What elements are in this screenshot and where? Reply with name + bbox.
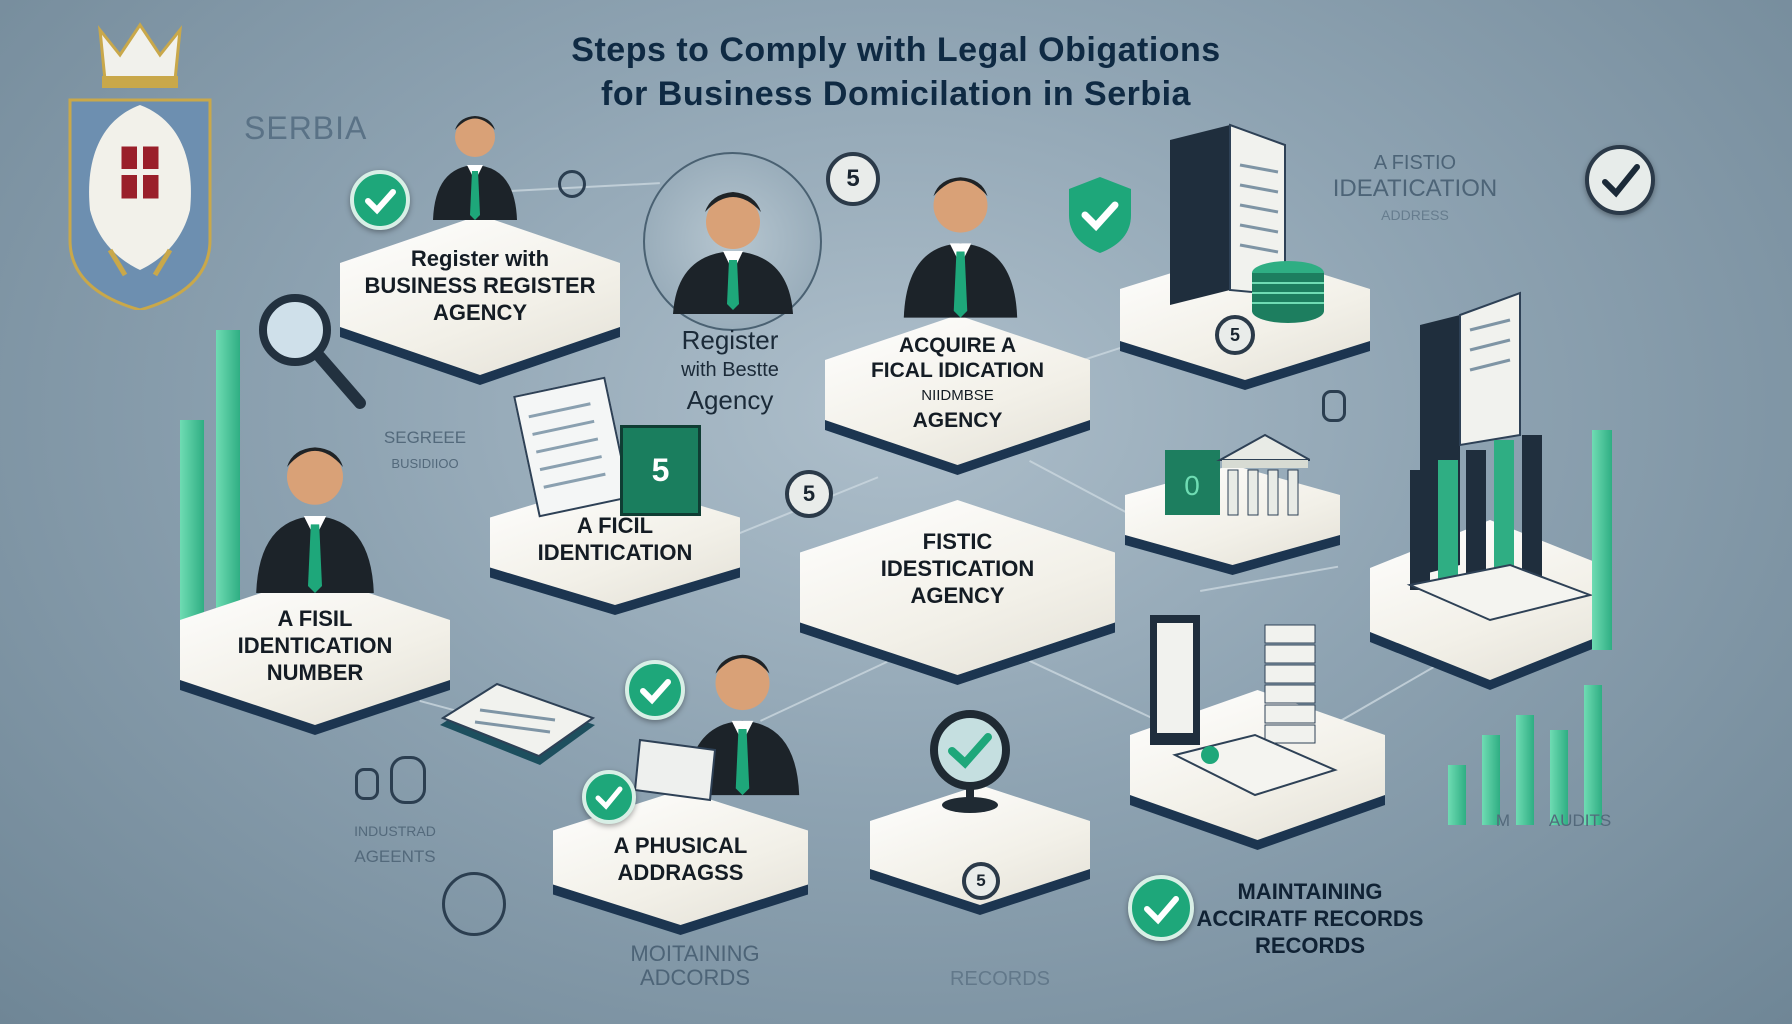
serbian-coat-of-arms-icon xyxy=(40,10,230,312)
records-label: RECORDS xyxy=(949,968,1050,990)
check-circle-icon xyxy=(1585,145,1655,215)
step-register-business-agency[interactable]: Register with BUSINESS REGISTER AGENCY xyxy=(340,215,620,385)
country-label: SERBIA xyxy=(244,110,368,146)
calendar-badge: 5 xyxy=(620,425,701,516)
magnifier-check-icon xyxy=(920,705,1020,815)
check-circle-icon xyxy=(1128,875,1194,941)
shield-check-icon xyxy=(1065,175,1135,255)
magnifier-icon xyxy=(250,285,370,415)
check-circle-icon xyxy=(625,660,685,720)
check-circle-icon xyxy=(582,770,636,824)
check-circle-icon xyxy=(350,170,410,230)
folders-icon xyxy=(1400,285,1600,625)
badge-five: 5 xyxy=(785,470,833,518)
document-stack-icon xyxy=(435,680,600,770)
register-line-1: Register with xyxy=(410,246,550,271)
money-stack-icon xyxy=(1248,255,1328,325)
bar-chart-icon xyxy=(180,330,245,620)
title-line-1: Steps to Comply with Legal Obigations xyxy=(571,31,1221,69)
step-acquire-fiscal-identification[interactable]: ACQUIRE A FICAL IDICATION NIIDMBSE AGENC… xyxy=(825,315,1090,475)
register-line-3: AGENCY xyxy=(432,300,528,325)
register-floating-label: Register with Bestte Agency xyxy=(681,325,779,415)
small-ring-icon xyxy=(1322,390,1346,422)
audits-bar-chart xyxy=(1448,680,1613,825)
businessman-icon xyxy=(245,430,385,595)
binder-icon xyxy=(1160,120,1290,310)
bar-chart-icon xyxy=(1592,430,1612,650)
badge-five: 5 xyxy=(962,862,1000,900)
businessman-icon xyxy=(675,635,810,800)
bank-building-icon: 0 xyxy=(1160,430,1314,530)
businessman-icon xyxy=(893,160,1028,320)
step-fiscal-identification-number[interactable]: A FISIL IDENTICATION NUMBER xyxy=(180,575,450,735)
circle-outline-icon xyxy=(442,872,506,936)
title-line-2: for Business Domicilation in Serbia xyxy=(601,75,1191,113)
badge-five: 5 xyxy=(1215,315,1255,355)
portrait-circle xyxy=(643,152,822,331)
register-line-2: BUSINESS REGISTER xyxy=(364,273,596,298)
step-fistic-identification-agency[interactable]: FISTIC IDESTICATION AGENCY xyxy=(800,500,1115,685)
maintaining-records-label: MAINTAINING ACCIRATF RECORDS RECORDS xyxy=(1196,879,1424,958)
small-ring-icon xyxy=(390,756,426,804)
document-stack-icon xyxy=(1145,605,1365,805)
small-ring-icon xyxy=(558,170,586,198)
laptop-icon xyxy=(630,735,725,805)
industrial-agents-label: INDUSTRAD AGEENTS xyxy=(354,823,436,866)
svg-text:0: 0 xyxy=(1184,470,1200,501)
businessman-icon xyxy=(425,105,525,220)
audits-prefix-label: M xyxy=(1495,811,1511,830)
fiscal-ident-side-label: A FISTIO IDEATICATION ADDRESS xyxy=(1332,152,1498,223)
segreee-label: SEGREEE BUSIDIIOO xyxy=(383,428,467,471)
badge-five: 5 xyxy=(826,152,880,206)
page-title: Steps to Comply with Legal Obigations fo… xyxy=(0,28,1792,116)
audits-label: AUDITS xyxy=(1548,811,1612,830)
small-ring-icon xyxy=(355,768,379,800)
maintaining-adcords-label: MOITAINING ADCORDS xyxy=(630,941,760,990)
